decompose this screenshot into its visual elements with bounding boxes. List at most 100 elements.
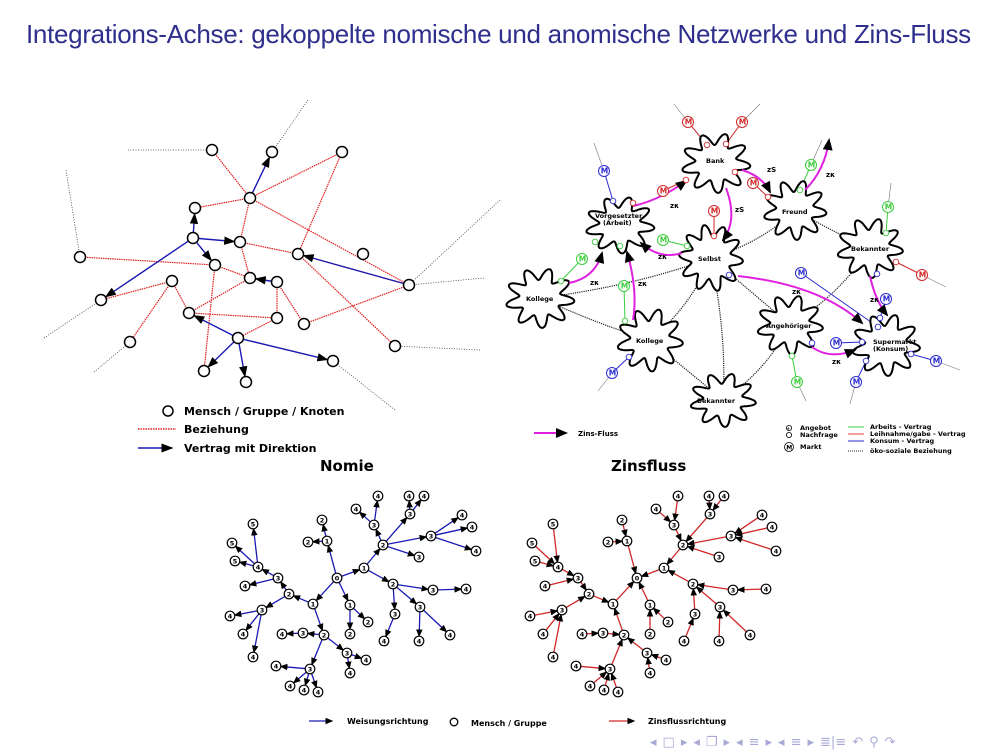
nomie-node xyxy=(224,610,236,622)
nav-next-part-icon[interactable]: ▸ xyxy=(807,734,815,750)
zinsfluss-node-level: 4 xyxy=(774,548,779,556)
zinsfluss-edge xyxy=(539,560,555,568)
network-legend: Mensch / Gruppe / Knoten Beziehung Vertr… xyxy=(138,405,344,455)
rate-label: zκ xyxy=(590,279,599,287)
legend-command-label: Weisungsrichtung xyxy=(347,717,429,726)
nav-section-icon[interactable]: ≡ xyxy=(748,734,760,750)
nomie-node-level: 2 xyxy=(381,542,386,550)
zinsfluss-node-level: 4 xyxy=(760,512,765,520)
nomie-edge xyxy=(385,618,394,638)
zinsfluss-node-level: 4 xyxy=(602,687,607,695)
nav-forward-icon[interactable]: ↷ xyxy=(884,734,896,750)
contract-arrow xyxy=(207,341,235,368)
zinsfluss-node xyxy=(616,514,628,526)
zinsfluss-edge xyxy=(690,587,698,610)
nomie-edge xyxy=(353,607,366,620)
nomie-node-level: 2 xyxy=(348,631,353,639)
diagram-node-label: Kollege xyxy=(526,295,554,303)
nomie-node-level: 2 xyxy=(320,517,325,525)
nomie-node-level: 4 xyxy=(228,613,233,621)
tree-legend: Weisungsrichtung Mensch / Gruppe Zinsflu… xyxy=(309,717,726,728)
eco-link xyxy=(93,341,131,373)
zinsfluss-node-level: 4 xyxy=(588,683,593,691)
nomie-node-level: 4 xyxy=(274,663,279,671)
diagram-node-label: Supermarkt xyxy=(873,338,916,346)
nomie-node xyxy=(470,545,482,557)
port-dot xyxy=(788,352,796,360)
nav-prev-section-icon[interactable]: ◂ xyxy=(736,734,743,750)
zinsfluss-edge xyxy=(685,517,708,543)
zinsfluss-node xyxy=(644,628,656,640)
nomie-node xyxy=(427,584,439,596)
nomie-node xyxy=(247,651,259,663)
zinsfluss-edge xyxy=(607,630,621,638)
nav-subsection-icon[interactable]: ❐ xyxy=(705,734,718,750)
nomie-node xyxy=(444,629,456,641)
zinsfluss-node xyxy=(529,555,541,567)
market-label: M xyxy=(853,378,860,387)
nomie-edge xyxy=(412,498,422,511)
zinsfluss-node xyxy=(678,635,690,647)
zinsfluss-node xyxy=(650,503,662,515)
nomie-node xyxy=(360,654,372,666)
nomie-node xyxy=(256,604,268,616)
nav-toc-icon[interactable]: ≣|≡ xyxy=(820,734,847,750)
market-legend-icon xyxy=(784,442,794,452)
network-node xyxy=(335,145,349,159)
zinsfluss-node-level: 2 xyxy=(681,542,686,550)
nomie-node-level: 3 xyxy=(417,554,422,562)
nav-next-subsection-icon[interactable]: ▸ xyxy=(723,734,731,750)
zinsfluss-node-level: 5 xyxy=(551,521,556,529)
contract-arrow xyxy=(254,276,272,285)
contract-arrow xyxy=(302,254,404,285)
zinsfluss-edge xyxy=(565,595,586,609)
port-dot xyxy=(591,238,599,246)
nomie-edge xyxy=(345,657,352,670)
nomie-node xyxy=(418,490,430,502)
nomie-node-level: 4 xyxy=(302,687,307,695)
nomie-node-level: 3 xyxy=(345,650,350,658)
network-node xyxy=(208,258,222,272)
nomie-node xyxy=(302,536,314,548)
network-node xyxy=(231,331,245,345)
zinsfluss-node xyxy=(537,628,549,640)
nav-search-icon[interactable]: ⚲ xyxy=(869,734,879,750)
nomie-edge xyxy=(375,528,382,541)
nomie-node xyxy=(226,537,238,549)
nav-next-frame-icon[interactable]: ▸ xyxy=(680,734,688,750)
relation-link xyxy=(79,256,216,266)
zinsfluss-node-level: 4 xyxy=(574,663,579,671)
zinsfluss-node xyxy=(572,572,584,584)
zinsfluss-edge xyxy=(621,524,628,538)
port-dot xyxy=(609,197,617,205)
nav-back-icon[interactable]: ↶ xyxy=(852,734,864,750)
nomie-edge xyxy=(366,547,381,565)
market-node xyxy=(598,165,610,177)
zinsfluss-edge xyxy=(535,545,556,565)
legend-relation-label: Beziehung xyxy=(184,423,249,436)
nomie-node-level: 4 xyxy=(460,512,465,520)
nav-part-icon[interactable]: ≡ xyxy=(790,734,802,750)
nomie-edge xyxy=(434,517,459,534)
relation-link xyxy=(129,280,173,343)
market-label: M xyxy=(808,161,815,170)
nomie-node-level: 1 xyxy=(348,602,353,610)
diagram-node-label: Freund xyxy=(782,208,808,216)
nav-prev-frame-icon[interactable]: ◂ xyxy=(650,734,657,750)
zinsfluss-title: Zinsfluss xyxy=(611,457,686,475)
nav-prev-part-icon[interactable]: ◂ xyxy=(778,734,785,750)
nomie-node-level: 3 xyxy=(276,575,281,583)
zinsfluss-edge xyxy=(610,672,617,688)
contract-arrow xyxy=(104,240,189,298)
zinsfluss-edge xyxy=(686,545,715,557)
nomie-node-level: 4 xyxy=(251,654,256,662)
nav-frame-icon[interactable]: □ xyxy=(662,734,675,750)
zinsfluss-node xyxy=(524,610,536,622)
legend-offer-label: Angebot xyxy=(800,424,831,432)
nav-prev-subsection-icon[interactable]: ◂ xyxy=(693,734,700,750)
nomie-node xyxy=(358,562,370,574)
nomie-node-level: 3 xyxy=(418,604,423,612)
market-node xyxy=(657,234,669,246)
nav-next-section-icon[interactable]: ▸ xyxy=(765,734,773,750)
zinsfluss-node-level: 3 xyxy=(717,554,722,562)
